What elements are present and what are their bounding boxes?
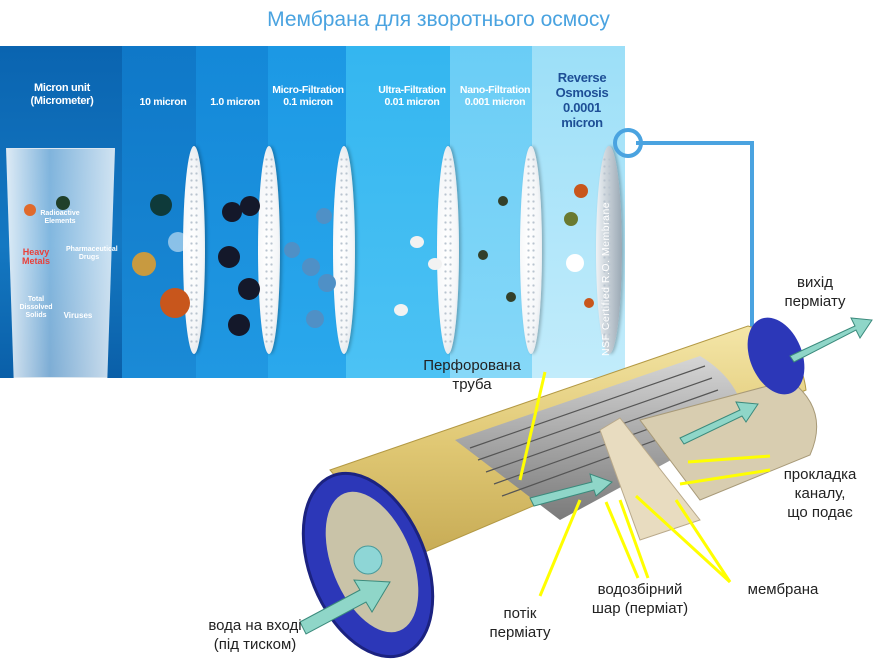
particle-ion-1: [566, 254, 584, 272]
label-perforated-tube: Перфорована труба: [423, 357, 521, 393]
particle-blue-2: [284, 242, 300, 258]
label-membrane: мембрана: [747, 581, 819, 598]
glass-label-viruses: Viruses: [63, 311, 93, 320]
permeate-out-arrow: [789, 317, 873, 363]
pointer-lines: [518, 371, 771, 597]
membrane-sheet: [599, 417, 701, 541]
particle-bubble: [168, 232, 188, 252]
outlet-cap: [747, 317, 805, 395]
particle-dark-1: [222, 202, 242, 222]
particle-blue-3: [302, 258, 320, 276]
label-feed-water: вода на вході (під тиском): [208, 617, 302, 653]
particle-large: [160, 288, 190, 318]
particle-blue-4: [318, 274, 336, 292]
particle-orange-2: [584, 298, 594, 308]
particle-white-3: [394, 304, 408, 316]
membrane-disk-1: [258, 146, 280, 354]
particle-white-1: [410, 236, 424, 248]
col-header-micro: Micro-Filtration 0.1 micron: [272, 84, 344, 108]
page-title: Мембрана для зворотнього осмосу: [267, 8, 610, 31]
label-permeate-out: вихід перміату: [784, 274, 846, 310]
particle-green-1: [564, 212, 578, 226]
particle-dark-4: [238, 278, 260, 300]
center-tube-end: [353, 545, 383, 575]
particle-blue-1: [316, 208, 332, 224]
particle-virus-4: [506, 292, 516, 302]
membrane-disk-ro: [596, 146, 622, 354]
col-header-ultra: Ultra-Filtration 0.01 micron: [378, 84, 446, 108]
particle-cell: [132, 252, 156, 276]
glass-label-heavy-metals: Heavy Metals: [21, 247, 50, 266]
membrane-disk-micro: [333, 146, 355, 354]
col-header-ro: Reverse Osmosis 0.0001 micron: [555, 70, 609, 130]
glass-label-tds: Total Dissolved Solids: [19, 296, 53, 319]
filtration-scale-panel: Micron unit (Micrometer) 10 micron 1.0 m…: [0, 46, 625, 378]
particle-dark-5: [228, 314, 250, 336]
particle-virus-2: [498, 196, 508, 206]
particle-dark-2: [240, 196, 260, 216]
label-permeate-flow: потік перміату: [489, 605, 551, 641]
particle-virus-3: [478, 250, 488, 260]
particle-blue-5: [306, 310, 324, 328]
particle-virus: [56, 196, 70, 210]
particle-orange-1: [574, 184, 588, 198]
permeate-flow-arrow: [529, 473, 613, 507]
feed-arrow: [299, 579, 391, 635]
particle-radioactive: [24, 204, 36, 216]
col-header-1: 1.0 micron: [210, 96, 260, 108]
cartridge-cutaway: [455, 356, 745, 520]
membrane-disk-ultra: [437, 146, 459, 354]
membrane-disk-nano: [520, 146, 542, 354]
col-header-nano: Nano-Filtration 0.001 micron: [459, 84, 531, 108]
connector-line: [636, 141, 754, 335]
particle-bacteria: [150, 194, 172, 216]
glass-label-pharma: Pharmaceutical Drugs: [66, 246, 118, 261]
particle-dark-3: [218, 246, 240, 268]
col-header-10: 10 micron: [139, 96, 187, 108]
label-feed-spacer: прокладка каналу, що подає: [783, 466, 857, 521]
particle-white-2: [428, 258, 442, 270]
spacer-flow-arrow: [679, 401, 759, 445]
connector-ring: [613, 128, 643, 158]
label-collector-layer: водозбірний шар (перміат): [591, 581, 689, 617]
glass-label-radioactive: Radioactive Elements: [40, 210, 80, 225]
band-ultrafiltration: [346, 46, 450, 378]
unit-header: Micron unit (Micrometer): [30, 82, 94, 107]
band-nanofiltration: [450, 46, 532, 378]
